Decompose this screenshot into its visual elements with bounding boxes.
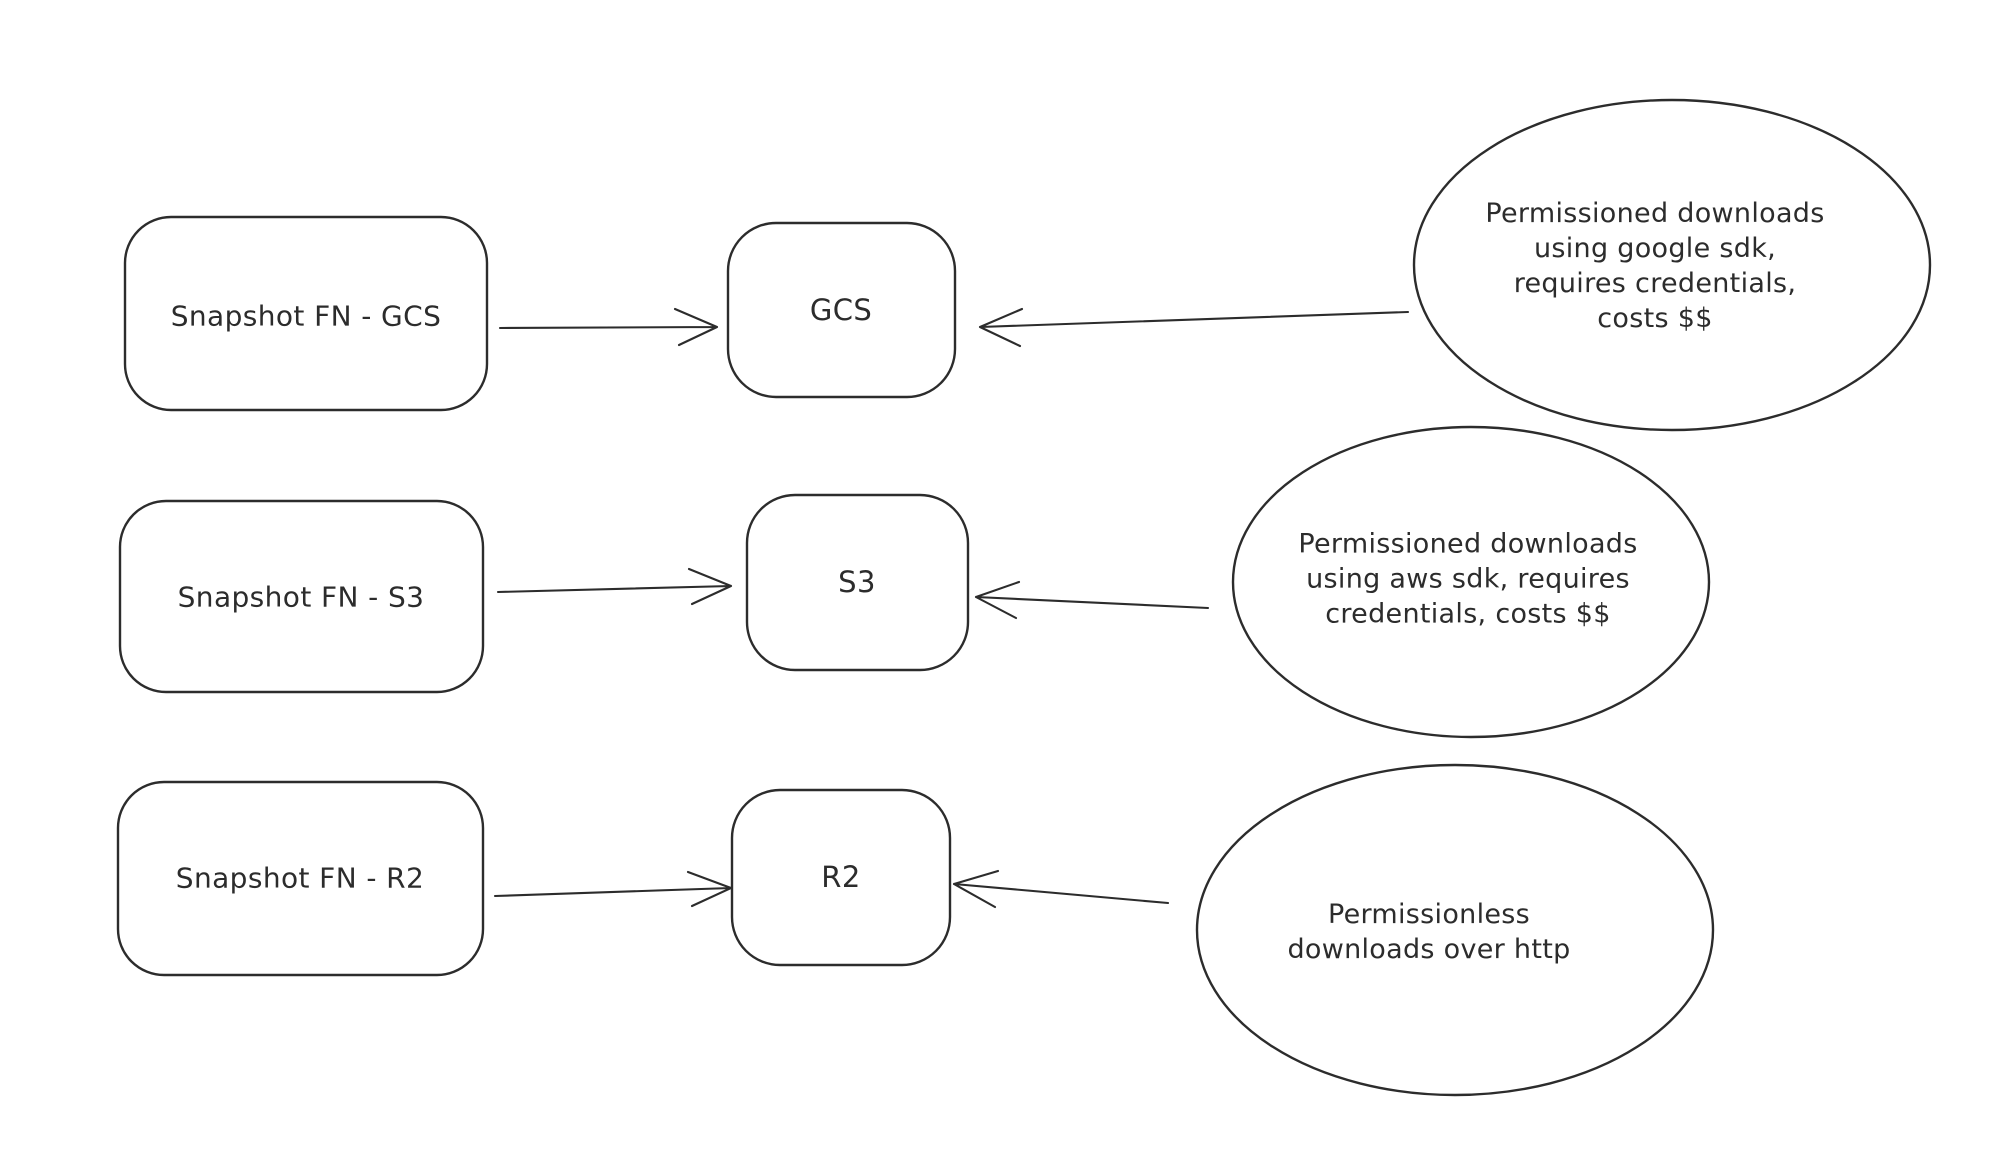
target-label-gcs: GCS (809, 293, 873, 327)
source-label-gcs: Snapshot FN - GCS (170, 299, 442, 333)
target-box-s3 (745, 493, 970, 672)
target-label-s3: S3 (838, 565, 876, 599)
source-label-s3: Snapshot FN - S3 (177, 580, 425, 614)
note-line: credentials, costs $$ (1325, 598, 1611, 630)
note-line: Permissionless (1327, 899, 1531, 930)
arrow-snapshots3-to-s3 (496, 567, 733, 606)
note-ellipse-s3 (1231, 425, 1711, 739)
note-text-gcs: Permissioned downloads using google sdk,… (1485, 196, 1824, 336)
note-ellipse-gcs (1412, 98, 1932, 432)
target-box-gcs (726, 221, 957, 399)
arrow-notes3-to-s3 (974, 580, 1210, 620)
note-line: Permissioned downloads (1485, 198, 1825, 229)
source-box-s3 (118, 499, 485, 694)
note-line: Permissioned downloads (1298, 528, 1638, 560)
note-text-r2: Permissionless downloads over http (1287, 897, 1570, 967)
arrow-noter2-to-r2 (952, 869, 1170, 909)
note-line: requires credentials, (1513, 268, 1797, 299)
source-box-r2 (116, 780, 485, 977)
source-label-r2: Snapshot FN - R2 (175, 861, 425, 895)
note-line: using aws sdk, requires (1306, 563, 1630, 595)
arrow-snapshotgcs-to-gcs (498, 307, 719, 347)
note-ellipse-r2 (1195, 763, 1715, 1097)
note-text-s3: Permissioned downloads using aws sdk, re… (1298, 527, 1637, 632)
arrow-notegcs-to-gcs (978, 307, 1410, 348)
target-label-r2: R2 (821, 860, 861, 894)
source-box-gcs (123, 215, 489, 412)
target-box-r2 (730, 788, 952, 967)
note-line: costs $$ (1597, 303, 1713, 334)
note-line: downloads over http (1287, 934, 1571, 965)
note-line: using google sdk, (1533, 233, 1777, 264)
arrow-snapshotr2-to-r2 (493, 870, 733, 908)
